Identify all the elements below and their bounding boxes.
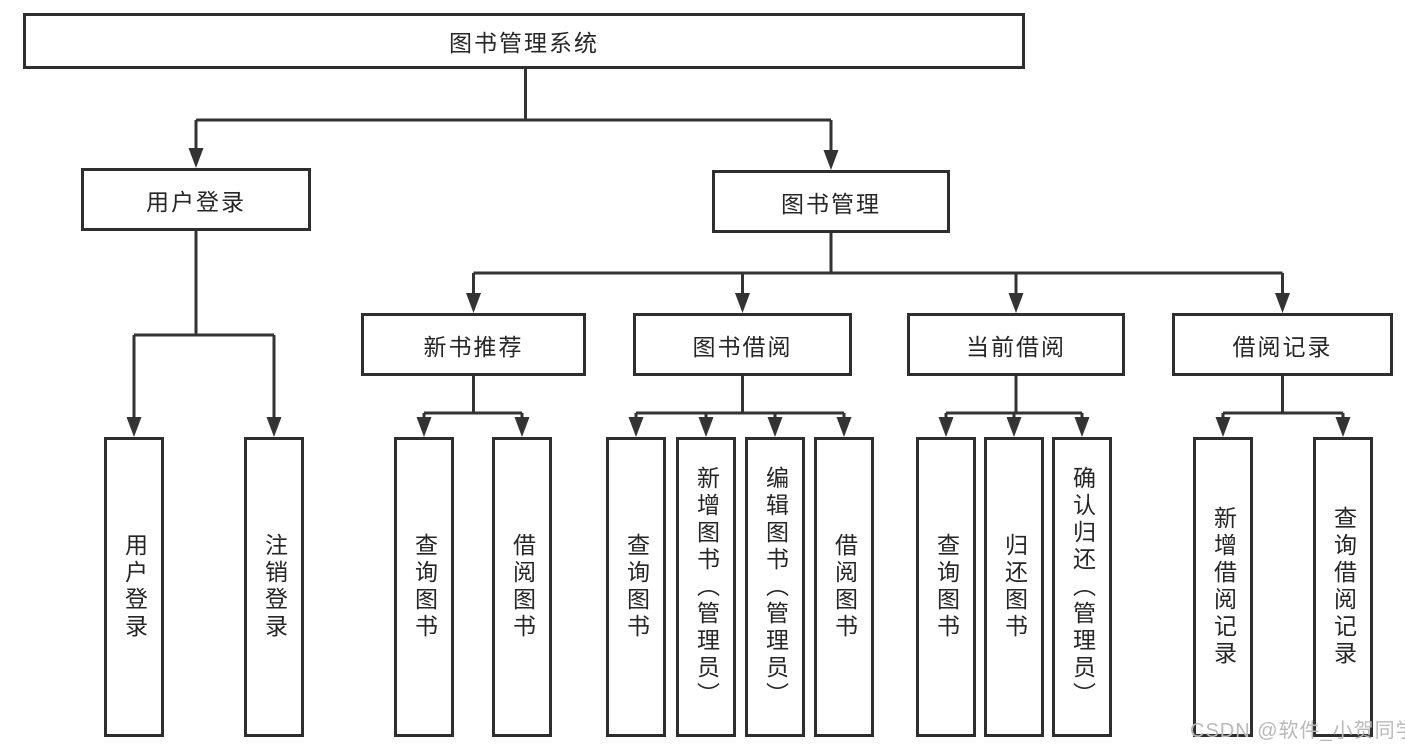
node-leaf-query-books-recommend: 查询图书 bbox=[394, 437, 454, 737]
node-branch-user-login: 用户登录 bbox=[81, 168, 311, 231]
leaf-label: 借阅图书 bbox=[509, 533, 536, 641]
branch-label: 图书管理 bbox=[781, 190, 881, 217]
node-leaf-borrow-books-recommend: 借阅图书 bbox=[492, 437, 552, 737]
branch-label: 用户登录 bbox=[146, 188, 246, 215]
leaf-label: 新增图书（管理员） bbox=[693, 465, 720, 709]
leaf-label: 用户登录 bbox=[121, 533, 148, 641]
node-module-book-borrow: 图书借阅 bbox=[633, 313, 852, 376]
leaf-label: 新增借阅记录 bbox=[1210, 506, 1237, 668]
module-label: 当前借阅 bbox=[966, 333, 1066, 360]
node-leaf-user-login: 用户登录 bbox=[104, 437, 164, 737]
leaf-label: 借阅图书 bbox=[831, 533, 858, 641]
node-module-current-borrow: 当前借阅 bbox=[907, 313, 1125, 376]
watermark: CSDN @软件_小贺同学 bbox=[1190, 720, 1405, 742]
node-leaf-query-books-borrow: 查询图书 bbox=[606, 437, 666, 737]
leaf-label: 查询图书 bbox=[411, 533, 438, 641]
leaf-label: 归还图书 bbox=[1001, 533, 1028, 641]
leaf-label: 查询借阅记录 bbox=[1330, 506, 1357, 668]
module-label: 图书借阅 bbox=[692, 333, 793, 360]
leaf-label: 查询图书 bbox=[623, 533, 650, 641]
node-leaf-edit-books-admin: 编辑图书（管理员） bbox=[745, 437, 805, 737]
node-module-borrow-records: 借阅记录 bbox=[1172, 313, 1393, 376]
arrowheads bbox=[126, 148, 1351, 437]
module-label: 新书推荐 bbox=[423, 333, 524, 360]
node-leaf-add-books-admin: 新增图书（管理员） bbox=[676, 437, 736, 737]
node-root: 图书管理系统 bbox=[23, 13, 1025, 69]
node-leaf-query-books-current: 查询图书 bbox=[916, 437, 976, 737]
node-leaf-return-books: 归还图书 bbox=[984, 437, 1044, 737]
node-leaf-add-borrow-record: 新增借阅记录 bbox=[1193, 437, 1253, 737]
node-leaf-query-borrow-record: 查询借阅记录 bbox=[1313, 437, 1373, 737]
node-leaf-borrow-books: 借阅图书 bbox=[814, 437, 874, 737]
node-leaf-confirm-return-admin: 确认归还（管理员） bbox=[1052, 437, 1112, 737]
leaf-label: 确认归还（管理员） bbox=[1069, 465, 1096, 709]
node-leaf-logout: 注销登录 bbox=[244, 437, 304, 737]
leaf-label: 查询图书 bbox=[933, 533, 960, 641]
leaf-label: 注销登录 bbox=[261, 533, 288, 641]
node-branch-book-mgmt: 图书管理 bbox=[712, 170, 950, 233]
leaf-label: 编辑图书（管理员） bbox=[762, 465, 789, 709]
module-label: 借阅记录 bbox=[1232, 333, 1333, 360]
node-root-label: 图书管理系统 bbox=[449, 30, 599, 56]
node-module-new-books: 新书推荐 bbox=[361, 313, 586, 376]
